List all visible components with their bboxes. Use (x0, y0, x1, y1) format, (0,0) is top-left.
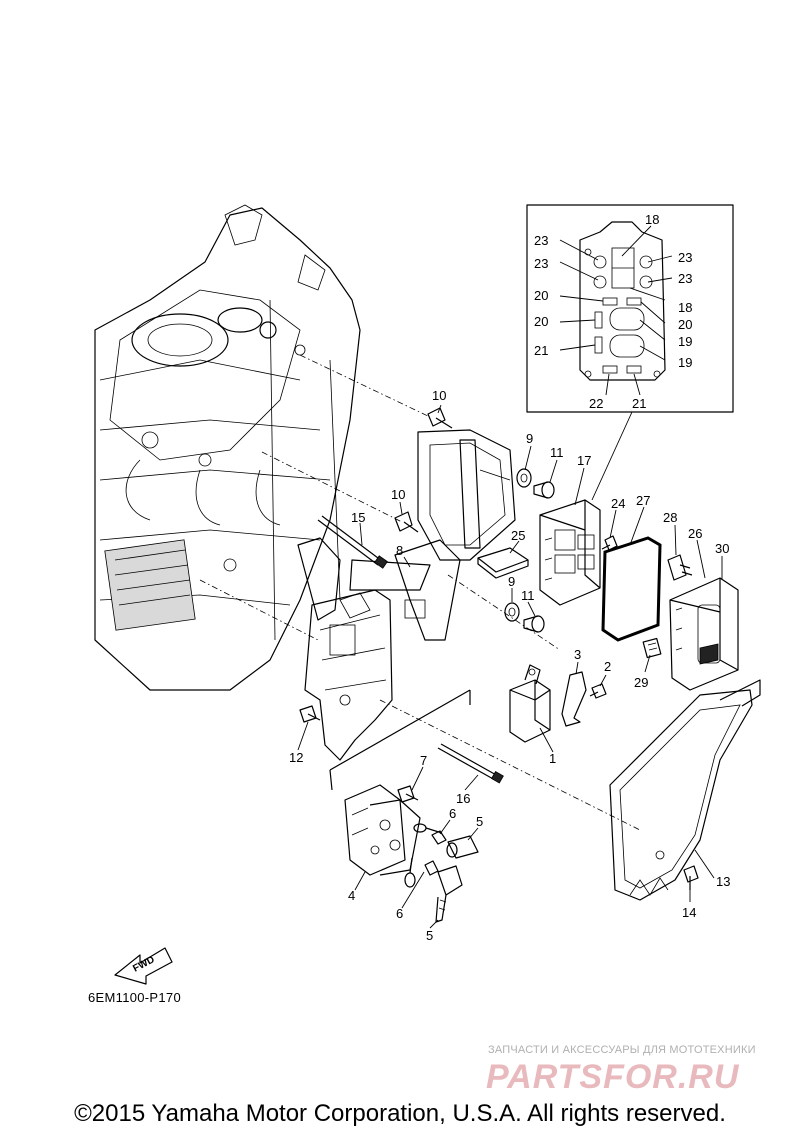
terminal-6-upper (413, 823, 447, 845)
callout-17: 17 (577, 453, 591, 468)
callout-1: 1 (549, 751, 556, 766)
callout-9: 9 (526, 431, 533, 446)
callout-29: 29 (634, 675, 648, 690)
callout-9: 9 (508, 574, 515, 589)
callout-30: 30 (715, 541, 729, 556)
screw-2 (589, 683, 607, 699)
callout-26: 26 (688, 526, 702, 541)
bolt-10-lower (394, 511, 419, 533)
callout-23: 23 (678, 250, 692, 265)
callout-6: 6 (396, 906, 403, 921)
callout-5: 5 (426, 928, 433, 943)
assembly-lines (199, 354, 641, 831)
callout-19: 19 (678, 355, 692, 370)
bolt-11-upper (533, 481, 555, 499)
callout-20: 20 (534, 314, 548, 329)
bolt-10-upper (427, 407, 453, 429)
gasket-27 (601, 536, 662, 642)
callout-13: 13 (716, 874, 730, 889)
callout-numbers: 18 23 23 23 23 20 18 20 20 19 21 19 22 2… (289, 212, 730, 943)
inset-detail (526, 204, 734, 413)
callout-4: 4 (348, 888, 355, 903)
copyright-notice: ©2015 Yamaha Motor Corporation, U.S.A. A… (74, 1100, 726, 1127)
fwd-direction-arrow: FWD (114, 947, 173, 985)
callout-21: 21 (534, 343, 548, 358)
callout-21: 21 (632, 396, 646, 411)
callout-23: 23 (534, 256, 548, 271)
ecu-17 (539, 499, 601, 606)
engine-block (94, 204, 361, 691)
callout-18: 18 (678, 300, 692, 315)
callout-19: 19 (678, 334, 692, 349)
callout-10: 10 (432, 388, 446, 403)
callout-14: 14 (682, 905, 696, 920)
cable-tie-16 (437, 743, 504, 784)
callout-10: 10 (391, 487, 405, 502)
callout-leaders (297, 404, 723, 929)
callout-27: 27 (636, 493, 650, 508)
nut-9-lower (504, 602, 520, 622)
terminal-6-lower (404, 857, 439, 888)
connector-29 (642, 637, 662, 659)
callout-11: 11 (550, 445, 564, 460)
cap-5-lower (435, 865, 463, 923)
callout-18: 18 (645, 212, 659, 227)
callout-23: 23 (678, 271, 692, 286)
nut-9-upper (516, 468, 532, 488)
callout-6: 6 (449, 806, 456, 821)
callout-20: 20 (678, 317, 692, 332)
callout-20: 20 (534, 288, 548, 303)
cap-5-upper (446, 835, 479, 859)
ecu-bracket (349, 429, 516, 641)
dealer-tagline: ЗАПЧАСТИ И АКСЕССУАРЫ ДЛЯ МОТОТЕХНИКИ (488, 1044, 756, 1056)
fwd-label: FWD (131, 954, 156, 974)
cover-13 (609, 679, 761, 901)
callout-3: 3 (574, 647, 581, 662)
callout-22: 22 (589, 396, 603, 411)
main-bracket-12 (297, 537, 393, 761)
bracket-3 (561, 671, 587, 727)
callout-24: 24 (611, 496, 625, 511)
callout-16: 16 (456, 791, 470, 806)
callout-23: 23 (534, 233, 548, 248)
cable-tie-15 (317, 515, 388, 569)
callout-25: 25 (511, 528, 525, 543)
screw-14 (683, 865, 699, 890)
callout-11: 11 (521, 588, 535, 603)
dealer-logo: PARTSFOR.RU (486, 1058, 740, 1096)
callout-8: 8 (396, 543, 403, 558)
callout-5: 5 (476, 814, 483, 829)
callout-15: 15 (351, 510, 365, 525)
callout-28: 28 (663, 510, 677, 525)
callout-7: 7 (420, 753, 427, 768)
callout-2: 2 (604, 659, 611, 674)
drawing-code: 6EM1100-P170 (88, 990, 181, 1005)
bolt-7 (397, 785, 419, 803)
relay-1 (509, 664, 551, 743)
inset-leader (591, 411, 633, 501)
pad-25 (477, 547, 529, 579)
connector-28 (667, 554, 693, 581)
bolt-11-lower (523, 615, 545, 633)
rectifier-4 (329, 689, 471, 876)
callout-12: 12 (289, 750, 303, 765)
cover-30 (669, 577, 739, 691)
